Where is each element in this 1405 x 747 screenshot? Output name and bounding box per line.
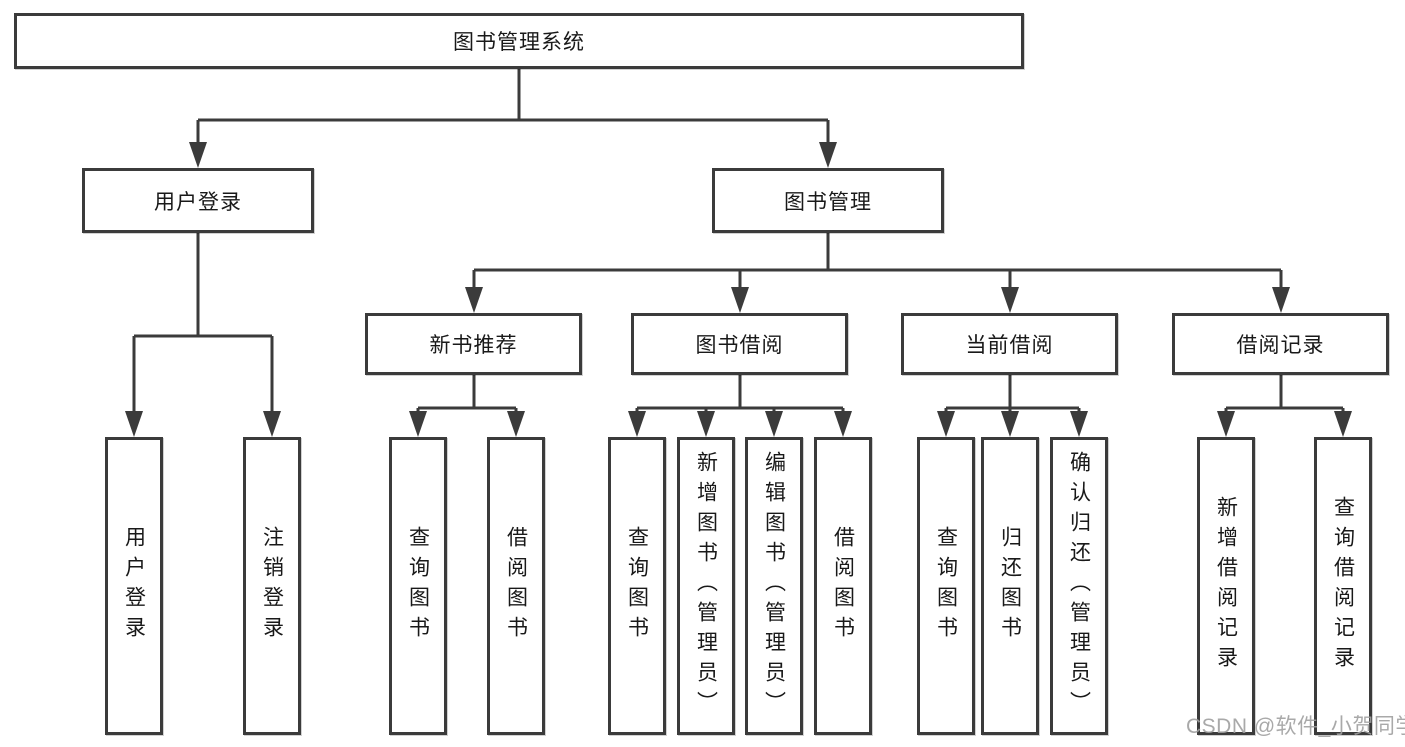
leaf-edit-books-admin: 编辑图书（管理员）: [745, 437, 803, 735]
node-label: 当前借阅: [965, 334, 1054, 357]
node-label: 注销登录: [260, 526, 284, 646]
node-label: 借阅图书: [831, 526, 855, 646]
node-borrowing-records: 借阅记录: [1172, 313, 1389, 375]
leaf-add-books-admin: 新增图书（管理员）: [677, 437, 735, 735]
node-label: 用户登录: [122, 526, 146, 646]
leaf-confirm-return-admin: 确认归还（管理员）: [1050, 437, 1108, 735]
leaf-query-books-3: 查询图书: [917, 437, 975, 735]
leaf-query-books-1: 查询图书: [389, 437, 447, 735]
node-label: 归还图书: [998, 526, 1022, 646]
arrow-icon: [628, 411, 646, 437]
connector-new-book: [416, 375, 518, 415]
arrow-icon: [697, 411, 715, 437]
node-label: 图书管理系统: [453, 31, 585, 54]
node-label: 查询图书: [406, 526, 430, 646]
node-book-management: 图书管理: [712, 168, 944, 233]
leaf-borrow-books-2: 借阅图书: [814, 437, 872, 735]
node-label: 确认归还（管理员）: [1067, 451, 1091, 721]
node-root: 图书管理系统: [14, 13, 1024, 69]
node-label: 借阅记录: [1236, 334, 1325, 357]
connector-root: [196, 69, 830, 146]
arrow-icon: [834, 411, 852, 437]
node-label: 借阅图书: [504, 526, 528, 646]
leaf-return-books: 归还图书: [981, 437, 1039, 735]
watermark: CSDN @软件_小贺同学: [1186, 715, 1405, 738]
connector-user-login: [132, 233, 274, 415]
connector-book-mgmt: [472, 233, 1283, 291]
arrow-icon: [731, 287, 749, 313]
node-label: 查询图书: [934, 526, 958, 646]
leaf-user-login: 用户登录: [105, 437, 163, 735]
node-new-book-recommend: 新书推荐: [365, 313, 582, 375]
arrow-icon: [1334, 411, 1352, 437]
arrow-icon: [1272, 287, 1290, 313]
node-book-borrowing: 图书借阅: [631, 313, 848, 375]
node-current-borrowing: 当前借阅: [901, 313, 1118, 375]
arrow-icon: [189, 142, 207, 168]
arrow-icon: [263, 411, 281, 437]
node-label: 编辑图书（管理员）: [762, 451, 786, 721]
arrow-icon: [819, 142, 837, 168]
node-label: 新增借阅记录: [1214, 496, 1238, 676]
arrow-icon: [1001, 287, 1019, 313]
arrow-icon: [1217, 411, 1235, 437]
arrow-icon: [465, 287, 483, 313]
arrowheads: [125, 142, 1352, 437]
leaf-add-borrow-record: 新增借阅记录: [1197, 437, 1255, 735]
node-label: 查询图书: [625, 526, 649, 646]
node-label: 图书借阅: [695, 334, 784, 357]
node-label: 图书管理: [784, 190, 872, 214]
arrow-icon: [125, 411, 143, 437]
connector-current-borrow: [944, 375, 1081, 415]
leaf-query-borrow-record: 查询借阅记录: [1314, 437, 1372, 735]
node-label: 用户登录: [154, 190, 242, 214]
arrow-icon: [507, 411, 525, 437]
node-label: 查询借阅记录: [1331, 496, 1355, 676]
node-label: 新增图书（管理员）: [694, 451, 718, 721]
leaf-logout: 注销登录: [243, 437, 301, 735]
arrow-icon: [1070, 411, 1088, 437]
arrow-icon: [409, 411, 427, 437]
arrow-icon: [765, 411, 783, 437]
node-user-login: 用户登录: [82, 168, 314, 233]
arrow-icon: [937, 411, 955, 437]
connector-book-borrow: [635, 375, 845, 415]
node-label: 新书推荐: [429, 334, 518, 357]
arrow-icon: [1001, 411, 1019, 437]
connector-borrow-records: [1224, 375, 1345, 415]
leaf-borrow-books-1: 借阅图书: [487, 437, 545, 735]
leaf-query-books-2: 查询图书: [608, 437, 666, 735]
